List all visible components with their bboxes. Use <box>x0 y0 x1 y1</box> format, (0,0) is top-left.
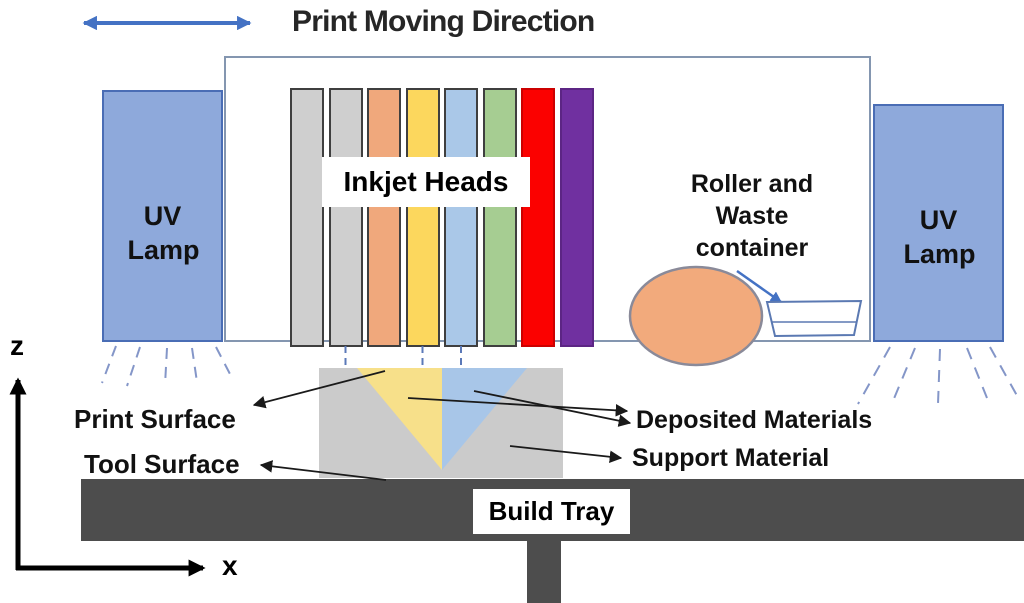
x-axis-label: x <box>222 550 238 581</box>
uv-lamp-right-label: UV Lamp <box>903 205 976 269</box>
inkjet-heads-label: Inkjet Heads <box>322 157 530 207</box>
inkjet-head-orange <box>367 88 402 347</box>
roller-waste-label: Roller and Waste container <box>690 170 814 262</box>
support-material-block <box>319 368 563 478</box>
inkjet-head-gray-2 <box>328 88 363 347</box>
uv-lamp-left-label: UV Lamp <box>127 201 200 265</box>
inkjet-head-purple <box>559 88 594 347</box>
inkjet-heads <box>290 88 594 347</box>
inkjet-head-gray-1 <box>290 88 324 347</box>
uv-rays-left-icon <box>101 345 232 387</box>
ink-drop-connectors <box>344 346 462 367</box>
uv-lamp-left: UV Lamp <box>102 90 223 342</box>
build-tray-post <box>527 541 561 603</box>
inkjet-head-green <box>482 88 517 347</box>
inkjet-head-yellow <box>405 88 440 347</box>
uv-rays-right-icon <box>857 346 1021 405</box>
inkjet-head-red <box>521 88 556 347</box>
print-surface-label: Print Surface <box>74 404 236 434</box>
inkjet-head-light-blue <box>444 88 479 347</box>
z-axis-label: z <box>10 330 24 361</box>
tool-surface-label: Tool Surface <box>84 449 240 479</box>
diagram-title: Print Moving Direction <box>292 5 595 38</box>
uv-lamp-right: UV Lamp <box>873 104 1004 342</box>
build-tray-label: Build Tray <box>473 489 630 534</box>
deposited-materials-label: Deposited Materials <box>636 406 873 434</box>
support-material-label: Support Material <box>632 444 830 472</box>
